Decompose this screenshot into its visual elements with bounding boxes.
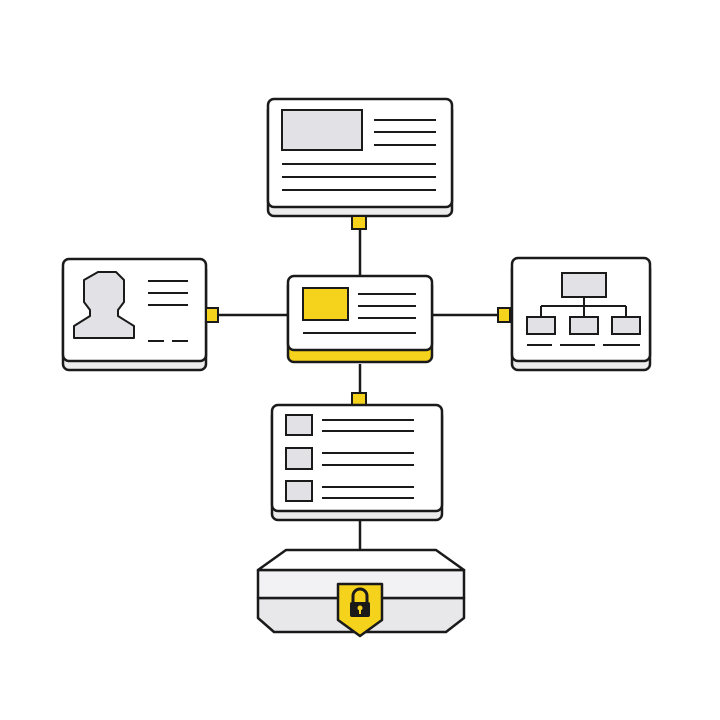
top-document-card [266,97,454,218]
connector-node-left [205,307,219,323]
secure-storage [256,548,466,638]
image-placeholder [281,109,363,151]
hub-text-lines [303,293,416,334]
central-hub-card [286,274,434,364]
padlock-icon [350,587,370,617]
hierarchy-icon [526,272,641,346]
connector-node-bottom [351,392,367,406]
list-card [270,403,444,522]
user-silhouette-icon [73,271,135,339]
checklist-icon [285,414,414,502]
connector-node-top [351,215,367,230]
org-chart-card [510,256,652,372]
profile-card [61,257,208,372]
text-lines [282,119,436,191]
profile-text-lines [148,280,188,342]
connector-lines [212,224,506,550]
highlight-block-icon [302,287,349,321]
connector-node-right [497,307,511,323]
